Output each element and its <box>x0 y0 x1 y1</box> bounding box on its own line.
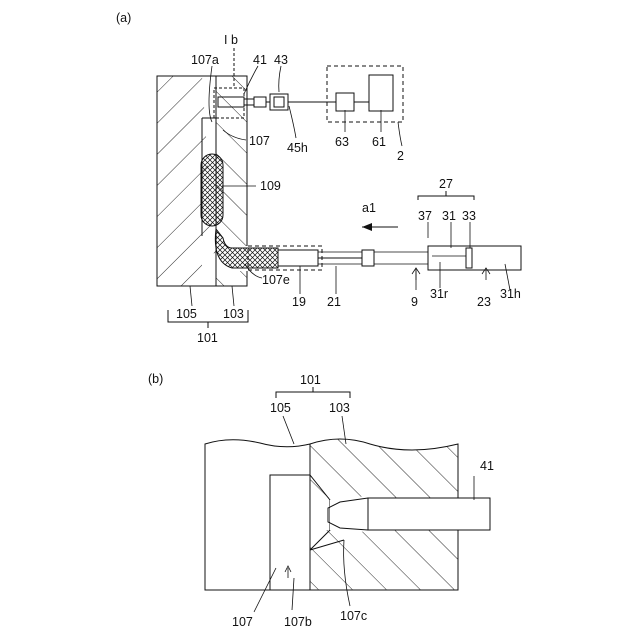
panel-a-tag: (a) <box>116 11 131 25</box>
label-105: 105 <box>176 307 197 321</box>
arrow-a1 <box>362 223 398 231</box>
label-9: 9 <box>411 295 418 309</box>
panel-b: (b) 101 105 103 <box>148 372 494 629</box>
label-b-41: 41 <box>480 459 494 473</box>
label-a1: a1 <box>362 201 376 215</box>
label-107e: 107e <box>262 273 290 287</box>
label-Ib: I b <box>224 33 238 47</box>
block-103-lower <box>310 530 458 590</box>
label-23: 23 <box>477 295 491 309</box>
label-31r: 31r <box>430 287 448 301</box>
label-103: 103 <box>223 307 244 321</box>
label-61: 61 <box>372 135 386 149</box>
plunger-21 <box>278 250 428 266</box>
label-101: 101 <box>197 331 218 345</box>
label-b-101: 101 <box>300 373 321 387</box>
label-107: 107 <box>249 134 270 148</box>
label-37: 37 <box>418 209 432 223</box>
label-31h: 31h <box>500 287 521 301</box>
label-31: 31 <box>442 209 456 223</box>
molded-material-109 <box>201 154 223 226</box>
label-2: 2 <box>397 149 404 163</box>
label-19: 19 <box>292 295 306 309</box>
label-b-107: 107 <box>232 615 253 629</box>
panel-b-tag: (b) <box>148 372 163 386</box>
label-43: 43 <box>274 53 288 67</box>
label-b-105: 105 <box>270 401 291 415</box>
cylinder-23 <box>428 246 521 270</box>
label-21: 21 <box>327 295 341 309</box>
label-b-107b: 107b <box>284 615 312 629</box>
controller-2 <box>327 66 403 122</box>
label-45h: 45h <box>287 141 308 155</box>
label-41: 41 <box>253 53 267 67</box>
label-63: 63 <box>335 135 349 149</box>
label-107a: 107a <box>191 53 219 67</box>
label-33: 33 <box>462 209 476 223</box>
label-27: 27 <box>439 177 453 191</box>
label-b-107c: 107c <box>340 609 367 623</box>
panel-a: (a) <box>116 11 521 345</box>
label-109: 109 <box>260 179 281 193</box>
label-b-103: 103 <box>329 401 350 415</box>
block-105 <box>205 440 310 590</box>
